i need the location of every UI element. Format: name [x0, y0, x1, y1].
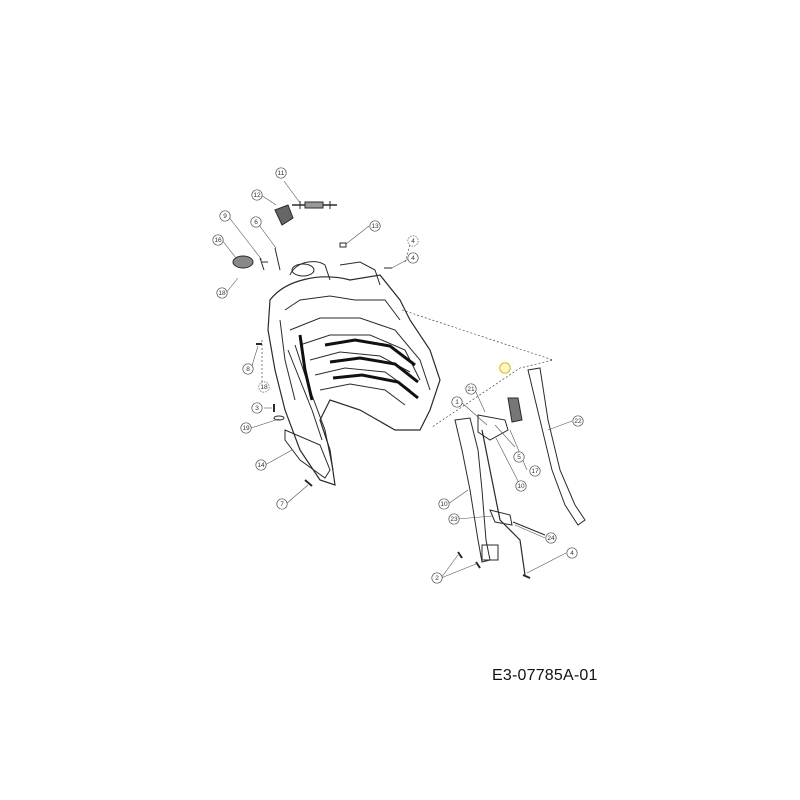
callout-number: 3	[255, 405, 259, 412]
callout-number: 17	[531, 468, 539, 475]
callout-bubble	[242, 363, 254, 375]
callout-bubble	[572, 415, 584, 427]
callout-bubble	[255, 459, 267, 471]
callout-bubble	[515, 480, 527, 492]
callout-number: 10	[440, 501, 448, 508]
callout-number: 10	[517, 483, 525, 490]
callout-bubble	[240, 422, 252, 434]
callout-bubble	[451, 396, 463, 408]
callout-number: 9	[223, 213, 227, 220]
callout-bubble	[513, 451, 525, 463]
callout-bubble	[251, 402, 263, 414]
callout-bubble	[545, 532, 557, 544]
callout-number: 11	[278, 170, 285, 177]
hood-part-drawing	[232, 201, 586, 579]
callout-number: 24	[547, 535, 555, 542]
callout-number: 8	[246, 366, 250, 373]
callout-bubble	[431, 572, 443, 584]
callout-bubble	[465, 383, 477, 395]
callout-number: 4	[570, 550, 574, 557]
callout-number: 12	[253, 192, 261, 199]
callout-bubble	[275, 167, 287, 179]
callout-bubble	[212, 234, 224, 246]
callout-bubble	[407, 235, 419, 247]
callout-bubble	[258, 381, 270, 393]
callout-bubble	[407, 252, 419, 264]
callout-bubble	[250, 216, 262, 228]
callout-bubble	[448, 513, 460, 525]
callout-bubble	[216, 287, 228, 299]
callout-bubble	[251, 189, 263, 201]
callout-number: 7	[280, 501, 284, 508]
callout-bubble	[438, 498, 450, 510]
callout-number: 13	[371, 223, 379, 230]
callout-number: 5	[517, 454, 521, 461]
callout-number: 6	[254, 219, 258, 226]
callout-number: 23	[450, 516, 458, 523]
callout-number: 1	[455, 399, 459, 406]
callout-bubble	[276, 498, 288, 510]
callout-bubble	[529, 465, 541, 477]
callout-number: 22	[574, 418, 582, 425]
callout-number: 4	[411, 238, 415, 245]
callout-labels: 1112136916184841831914712110517102223242…	[212, 167, 584, 584]
callout-bubble	[219, 210, 231, 222]
callout-number: 18	[218, 290, 226, 297]
callout-leaders	[221, 180, 573, 579]
callout-number: 18	[260, 384, 268, 391]
callout-number: 2	[435, 575, 439, 582]
callout-number: 4	[411, 255, 415, 262]
highlighted-callout	[499, 362, 511, 374]
drawing-number: E3-07785A-01	[492, 667, 598, 684]
callout-number: 21	[467, 386, 475, 393]
callout-bubble	[566, 547, 578, 559]
callout-number: 14	[257, 462, 265, 469]
callout-bubble	[369, 220, 381, 232]
callout-number: 19	[242, 425, 250, 432]
callout-number: 16	[214, 237, 222, 244]
